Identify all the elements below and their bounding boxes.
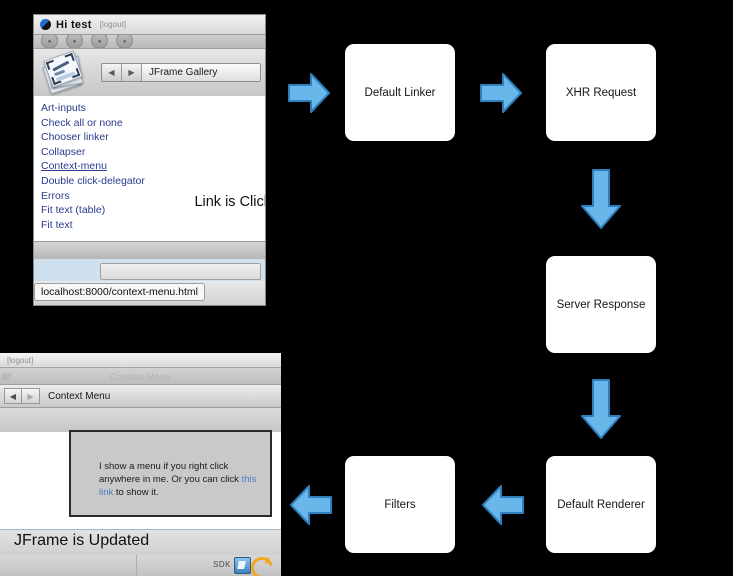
window1-app-bar: Hi test [logout] [34, 15, 265, 35]
toolbar-round-button-3[interactable]: ● [91, 35, 108, 48]
node-filters[interactable]: Filters [345, 456, 455, 553]
sdk-label: SDK [213, 560, 231, 569]
window1-divider-bar [34, 241, 265, 261]
tray-divider [136, 555, 137, 576]
window2-faded-title-bar: Context Menu [0, 368, 281, 385]
forward-icon[interactable]: ▶ [122, 64, 142, 81]
list-item-context-menu[interactable]: Context-menu [41, 160, 107, 173]
arrow-server-to-renderer [578, 378, 624, 442]
arrow-renderer-to-filters [479, 482, 525, 528]
link-click-annotation: Link is Click [194, 194, 265, 210]
photo-gallery-icon [42, 50, 84, 95]
sdk-blue-icon[interactable] [234, 557, 251, 574]
node-label: Server Response [556, 298, 646, 311]
list-item[interactable]: Fit text (table) [41, 204, 106, 217]
window1-input-field[interactable] [100, 263, 261, 280]
node-xhr-request[interactable]: XHR Request [546, 44, 656, 141]
list-item[interactable]: Art-inputs [41, 102, 86, 114]
node-server-response[interactable]: Server Response [546, 256, 656, 353]
window1-nav-group[interactable]: ◀ ▶ JFrame Gallery [101, 63, 261, 82]
breadcrumb[interactable]: JFrame Gallery [142, 64, 260, 81]
window2-content-area: I show a menu if you right click anywher… [0, 430, 281, 529]
context-menu-target-panel[interactable]: I show a menu if you right click anywher… [69, 430, 272, 517]
window2-updated-bar: JFrame is Updated [0, 529, 281, 557]
arrow-into-linker [287, 70, 331, 116]
node-label: XHR Request [565, 86, 637, 99]
greeting-label: Hi test [56, 18, 92, 31]
toolbar-round-button-1[interactable]: ● [41, 35, 58, 48]
window1-toolbar: ◀ ▶ JFrame Gallery [34, 49, 265, 98]
node-label: Default Linker [364, 86, 436, 99]
list-item[interactable]: Errors [41, 189, 70, 202]
node-default-linker[interactable]: Default Linker [345, 44, 455, 141]
toolbar-round-button-2[interactable]: ● [66, 35, 83, 48]
list-item[interactable]: Double click-delegator [41, 174, 145, 187]
panel-text-before: I show a menu if you right click anywher… [99, 461, 242, 485]
window2-app-bar: [logout] [0, 353, 281, 368]
breadcrumb[interactable]: Context Menu [48, 390, 111, 402]
list-item[interactable]: Check all or none [41, 116, 123, 129]
panel-text-after: to show it. [113, 487, 159, 498]
window2-tray-bar: SDK [0, 552, 281, 576]
context-menu-browser-window[interactable]: [logout] Context Menu ◀ ▶ Context Menu I… [0, 353, 281, 576]
circle-logo-icon [40, 19, 51, 30]
logout-link[interactable]: [logout] [99, 20, 126, 29]
window1-status-bar: localhost:8000/context-menu.html [34, 281, 265, 305]
jframe-updated-label: JFrame is Updated [14, 532, 150, 549]
back-icon[interactable]: ◀ [102, 64, 122, 81]
arrow-xhr-to-server [578, 168, 624, 232]
node-label: Default Renderer [557, 498, 645, 511]
window1-secondary-bar [34, 259, 265, 282]
arrow-linker-to-xhr [479, 70, 523, 116]
list-item[interactable]: Fit text [41, 218, 73, 231]
node-label: Filters [384, 498, 416, 511]
node-default-renderer[interactable]: Default Renderer [546, 456, 656, 553]
window2-ghost-title: Context Menu [110, 372, 171, 382]
back-icon[interactable]: ◀ [4, 388, 22, 404]
show-menu-link[interactable]: this link [99, 474, 257, 498]
forward-icon[interactable]: ▶ [22, 388, 40, 404]
list-item[interactable]: Collapser [41, 145, 86, 158]
window2-nav-bar: ◀ ▶ Context Menu [0, 385, 281, 408]
status-url-tooltip: localhost:8000/context-menu.html [34, 283, 206, 301]
arrow-out-of-filters [287, 482, 333, 528]
sdk-swirl-icon[interactable] [246, 552, 278, 576]
toolbar-round-button-4[interactable]: ● [116, 35, 133, 48]
logout-link[interactable]: [logout] [7, 355, 34, 365]
demo-link-list: Art-inputs Check all or none Chooser lin… [34, 96, 265, 232]
window1-content-area: Art-inputs Check all or none Chooser lin… [34, 96, 265, 241]
list-item[interactable]: Chooser linker [41, 131, 109, 144]
jframe-gallery-browser-window[interactable]: Hi test [logout] ● ● ● ● ◀ ▶ JFrame Gall… [33, 14, 266, 306]
window1-button-row: ● ● ● ● [34, 35, 265, 49]
